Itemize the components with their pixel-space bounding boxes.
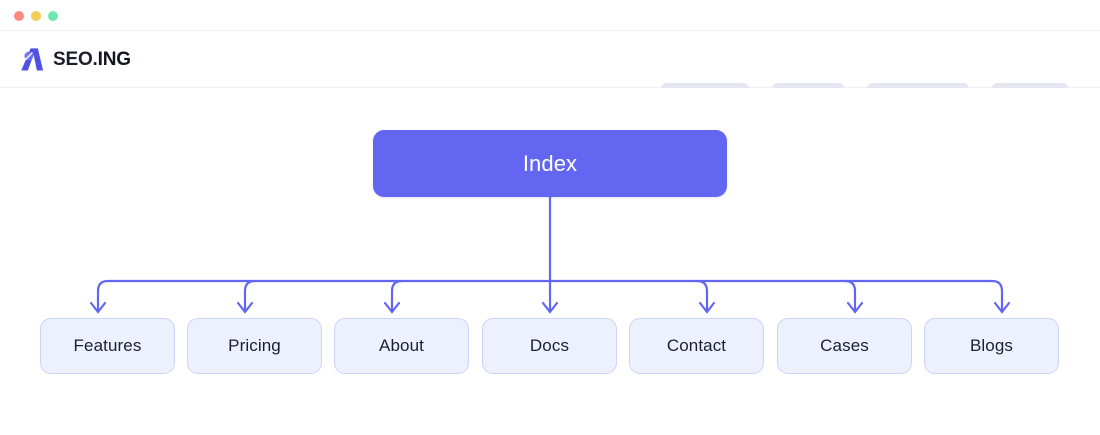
arrowhead-features (89, 301, 107, 314)
node-cases-label: Cases (820, 336, 869, 355)
connector-branch-cases (843, 279, 857, 311)
node-blogs[interactable]: Blogs (924, 318, 1059, 374)
connector-branch-contact (695, 279, 709, 311)
site-header: SEO.ING (0, 31, 1100, 94)
window-titlebar (0, 0, 1100, 31)
arrowhead-contact (698, 301, 716, 314)
node-cases[interactable]: Cases (777, 318, 912, 374)
arrowhead-docs (541, 301, 559, 314)
node-index[interactable]: Index (373, 130, 727, 197)
connector-branch-features (96, 279, 110, 311)
connector-branch-pricing (243, 279, 257, 311)
maximize-window-button[interactable] (48, 11, 58, 21)
arrowhead-about (383, 301, 401, 314)
brand-name-bold: ING (97, 48, 131, 70)
node-docs-label: Docs (529, 336, 570, 355)
node-pricing-label: Pricing (228, 336, 281, 355)
node-contact-label: Contact (666, 336, 727, 355)
close-window-button[interactable] (14, 11, 24, 21)
arrowhead-pricing (236, 301, 254, 314)
arrowhead-blogs (993, 301, 1011, 314)
connector-branch-about (390, 279, 404, 311)
window-controls (14, 11, 58, 21)
node-contact[interactable]: Contact (629, 318, 764, 374)
node-docs[interactable]: Docs (482, 318, 617, 374)
arrowhead-cases (846, 301, 864, 314)
connector-lines (89, 195, 1011, 314)
node-index-label: Index (522, 150, 578, 176)
brand-name: SEO.ING (53, 50, 131, 69)
seoing-logo-icon (21, 47, 44, 70)
node-features-label: Features (73, 336, 142, 355)
node-features[interactable]: Features (40, 318, 175, 374)
node-pricing[interactable]: Pricing (187, 318, 322, 374)
brand-logo[interactable]: SEO.ING (18, 44, 131, 74)
connector-branch-blogs (990, 279, 1004, 311)
node-blogs-label: Blogs (969, 336, 1014, 355)
brand-name-light: SEO. (53, 48, 98, 70)
minimize-window-button[interactable] (31, 11, 41, 21)
node-about[interactable]: About (334, 318, 469, 374)
sitemap-diagram: Index Features Pricing About Docs Contac… (0, 88, 1100, 435)
node-about-label: About (379, 336, 424, 355)
